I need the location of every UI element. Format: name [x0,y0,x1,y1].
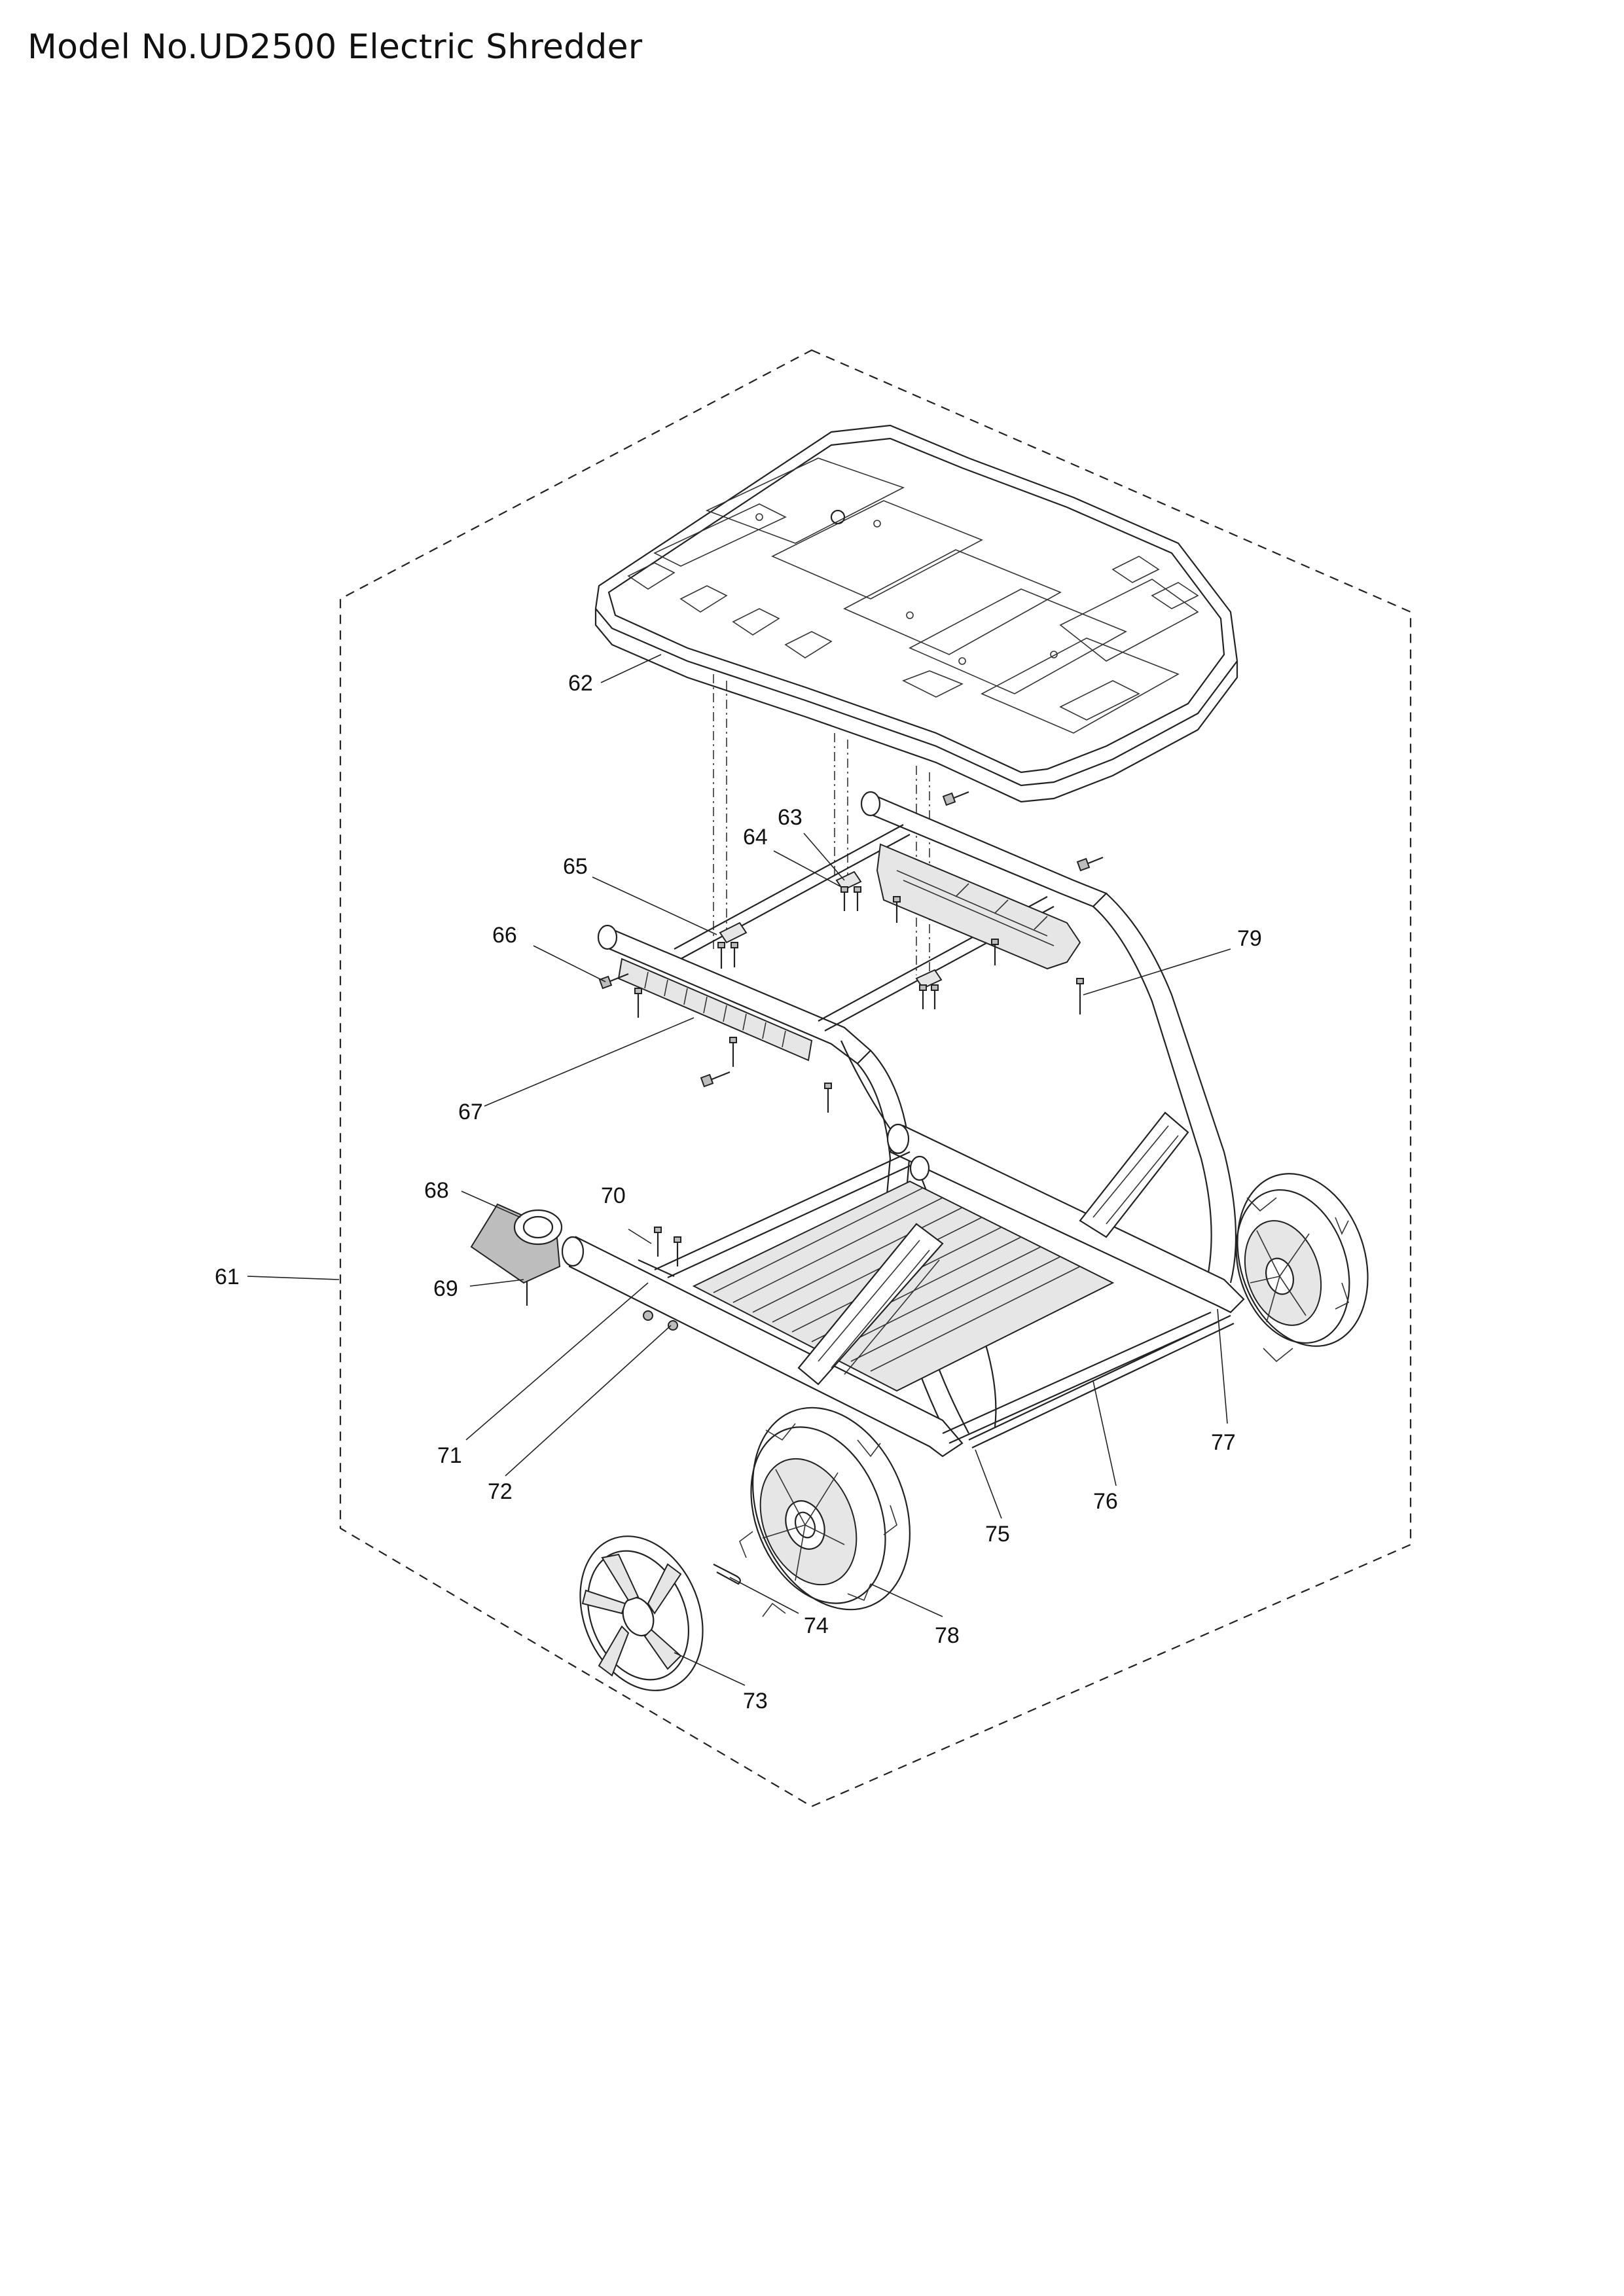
callout-71: 71 [437,1443,462,1468]
callout-72: 72 [488,1479,513,1504]
callout-79: 79 [1237,926,1262,951]
callout-68: 68 [424,1178,449,1203]
leader-lines [247,654,1231,1686]
callout-74: 74 [804,1613,829,1638]
callout-labels: 61 62 63 64 65 66 67 68 69 70 71 72 73 7… [215,671,1262,1713]
frame-upper [597,791,1237,1441]
part-77-rear-wheel [1235,1173,1369,1363]
callout-65: 65 [563,854,588,879]
callout-67: 67 [458,1100,483,1124]
callout-61: 61 [215,1265,240,1289]
callout-75: 75 [985,1522,1010,1547]
fasteners [523,791,1104,1331]
callout-63: 63 [778,805,803,830]
callout-73: 73 [743,1689,768,1713]
callout-78: 78 [935,1623,960,1648]
part-78-front-wheel [739,1407,911,1617]
part-73-hub-cap [579,1535,704,1691]
callout-70: 70 [601,1183,626,1208]
callout-77: 77 [1211,1430,1236,1455]
callout-76: 76 [1093,1489,1118,1514]
callout-64: 64 [743,825,768,850]
frame-lower [470,1111,1245,1458]
callout-62: 62 [568,671,593,696]
callout-66: 66 [492,923,517,948]
page-title: Model No.UD2500 Electric Shredder [27,27,643,67]
callout-69: 69 [433,1276,458,1301]
part-74-pin [713,1564,741,1585]
part-62-top-tray [594,424,1238,803]
